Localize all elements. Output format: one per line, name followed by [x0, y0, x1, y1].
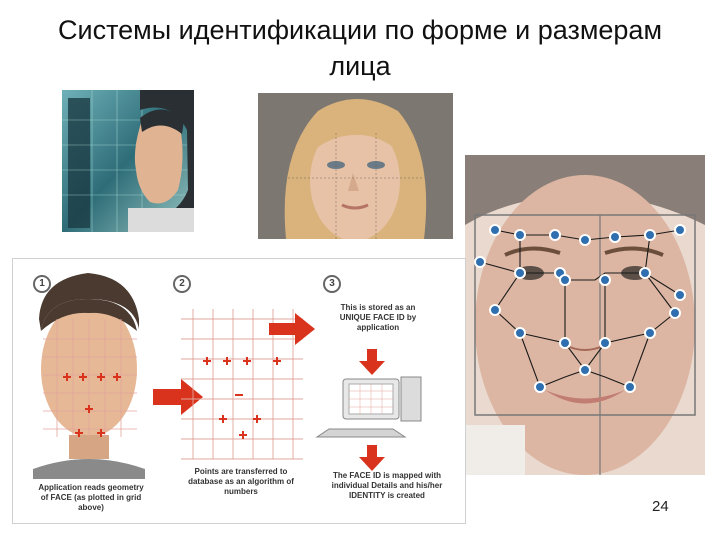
face-landmark-mesh-image [465, 155, 705, 475]
caption-step-3-bottom: The FACE ID is mapped with individual De… [331, 471, 443, 500]
caption-step-2: Points are transferred to database as an… [188, 467, 294, 496]
step-3-badge: 3 [323, 275, 341, 293]
page-number: 24 [652, 498, 669, 515]
step-2-badge: 2 [173, 275, 191, 293]
profile-face-scan-image [62, 90, 194, 232]
step-1-badge: 1 [33, 275, 51, 293]
caption-step-1: Application reads geometry of FACE (as p… [38, 483, 144, 512]
woman-face-image [258, 93, 453, 239]
title-line-1: Системы идентификации по форме и размера… [57, 15, 663, 45]
slide-title: Системы идентификации по форме и размера… [20, 12, 700, 84]
title-line-2: лица [329, 51, 391, 81]
face-id-process-diagram: 1 2 3 This is stored as an UNIQUE FACE I… [12, 258, 466, 524]
caption-step-3-top: This is stored as an UNIQUE FACE ID by a… [339, 303, 417, 332]
